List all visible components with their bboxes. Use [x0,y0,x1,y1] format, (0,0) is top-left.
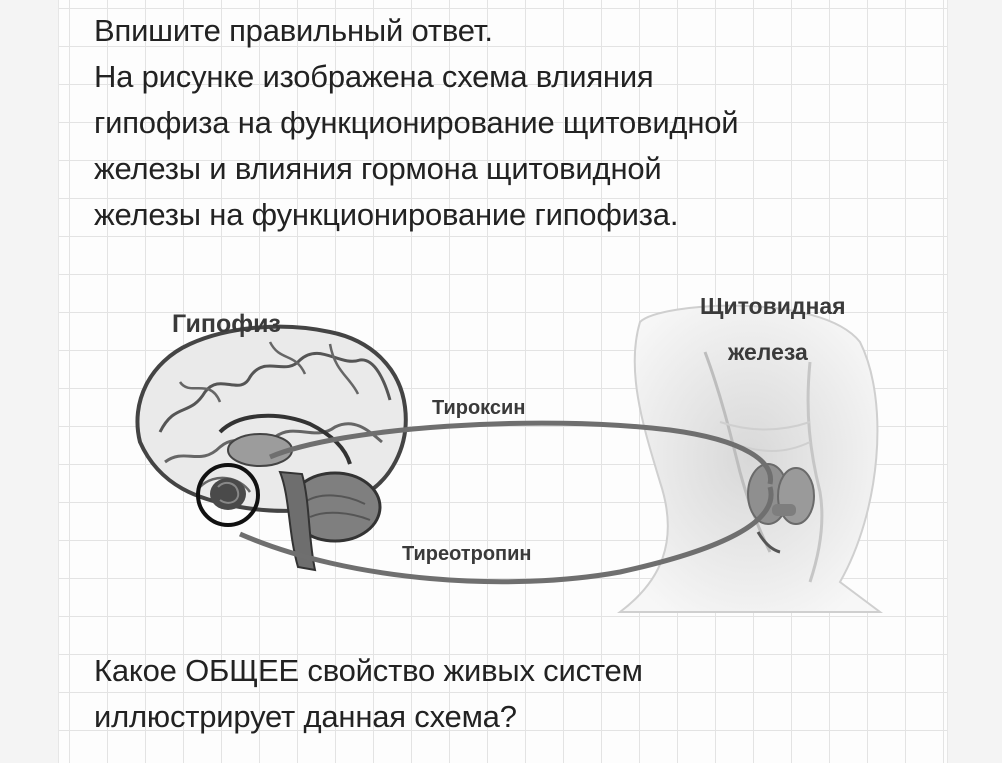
thyroid-label-line2: железа [727,339,808,365]
question-line: Какое ОБЩЕЕ свойство живых систем [94,653,643,688]
thyroid-gland-icon [747,463,815,554]
brainstem-cerebellum-icon [278,470,382,572]
description-line: железы на функционирование гипофиза. [94,197,679,232]
instruction-line: Впишите правильный ответ. [94,13,493,48]
thyroid-label-line1: Щитовидная [700,293,846,319]
task-question: Какое ОБЩЕЕ свойство живых систем иллюст… [94,648,914,740]
feedback-loop [239,420,774,585]
diagram-svg: Гипофиз Щитовидная железа Тироксин Тирео… [135,293,883,613]
pituitary-label: Гипофиз [172,310,281,338]
description-line: гипофиза на функционирование щитовидной [94,105,739,140]
feedback-diagram: Гипофиз Щитовидная железа Тироксин Тирео… [120,282,900,622]
thyrotropin-arrow [239,486,774,585]
question-line: иллюстрирует данная схема? [94,699,517,734]
task-intro: Впишите правильный ответ. На рисунке изо… [94,8,914,238]
pituitary-circle-icon [196,463,260,527]
thyroxine-arrow [269,420,774,485]
thyrotropin-label: Тиреотропин [402,543,532,565]
description-line: На рисунке изображена схема влияния [94,59,654,94]
description-line: железы и влияния гормона щитовидной [94,151,662,186]
thyroxine-label: Тироксин [432,397,525,419]
brain-icon [135,324,408,513]
